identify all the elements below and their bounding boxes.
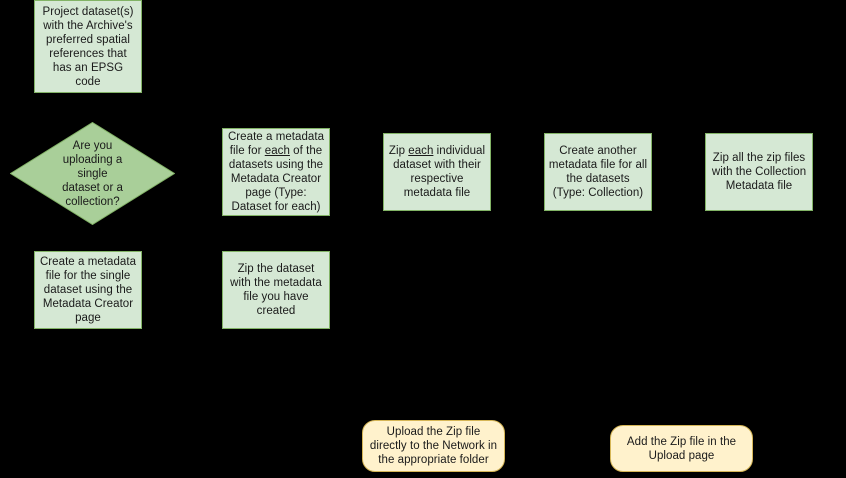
node-project-datasets[interactable]: Project dataset(s) with the Archive's pr… <box>34 0 142 93</box>
node-add-zip-upload-page-label: Add the Zip file in the Upload page <box>626 435 737 462</box>
node-zip-each-individual-label: Zip each individual dataset with their r… <box>388 145 486 199</box>
node-create-collection-metadata[interactable]: Create another metadata file for all the… <box>544 133 652 211</box>
node-decision-label: Are you uploading a single dataset or a … <box>62 139 123 208</box>
node-add-zip-upload-page[interactable]: Add the Zip file in the Upload page <box>610 425 753 472</box>
node-zip-all-zip-files-label: Zip all the zip files with the Collectio… <box>711 152 807 192</box>
node-create-metadata-single[interactable]: Create a metadata file for the single da… <box>34 251 142 329</box>
diamond-shape-icon <box>10 122 175 225</box>
node-create-metadata-single-label: Create a metadata file for the single da… <box>39 256 137 324</box>
node-zip-dataset-with-metadata[interactable]: Zip the dataset with the metadata file y… <box>222 251 330 329</box>
node-create-metadata-each-label: Create a metadata file for each of the d… <box>227 131 325 213</box>
node-create-collection-metadata-label: Create another metadata file for all the… <box>548 145 648 199</box>
node-decision-single-or-collection[interactable]: Are you uploading a single dataset or a … <box>10 122 175 225</box>
node-upload-zip-network[interactable]: Upload the Zip file directly to the Netw… <box>362 420 505 472</box>
node-project-datasets-label: Project dataset(s) with the Archive's pr… <box>42 5 134 88</box>
node-zip-dataset-with-metadata-label: Zip the dataset with the metadata file y… <box>230 263 322 317</box>
node-zip-each-individual[interactable]: Zip each individual dataset with their r… <box>383 133 491 211</box>
node-upload-zip-network-label: Upload the Zip file directly to the Netw… <box>369 426 498 466</box>
node-create-metadata-each[interactable]: Create a metadata file for each of the d… <box>222 128 330 216</box>
node-zip-all-zip-files[interactable]: Zip all the zip files with the Collectio… <box>705 133 813 211</box>
